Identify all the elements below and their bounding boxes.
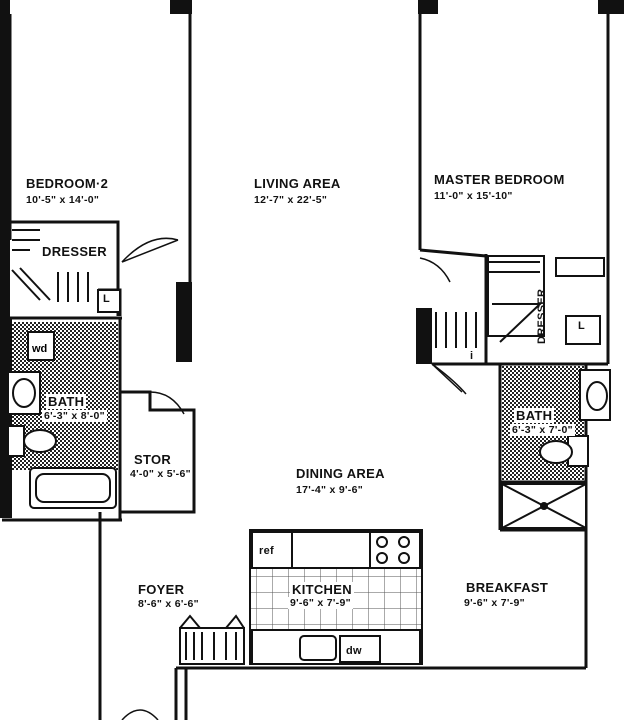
stor-dims: 4'-0" x 5'-6": [130, 468, 191, 480]
dresser-left-label: DRESSER: [42, 244, 107, 259]
walls: [0, 0, 624, 518]
bath2-dims: 6'-3" x 7'-0": [510, 424, 575, 436]
dresser-right-label: DRESSER: [536, 288, 548, 344]
living-name: LIVING AREA: [254, 176, 341, 191]
kitchen-dims: 9'-6" x 7'-9": [288, 597, 353, 609]
dw-label: dw: [346, 645, 362, 657]
kitchen-counters: [251, 531, 421, 665]
breakfast-dims: 9'-6" x 7'-9": [464, 597, 525, 609]
bedroom2-dims: 10'-5" x 14'-0": [26, 194, 100, 206]
stor-name: STOR: [134, 452, 172, 467]
door-swings: [121, 237, 467, 720]
linen-right-label: L: [578, 320, 586, 332]
dining-name: DINING AREA: [296, 466, 385, 481]
foyer-dims: 8'-6" x 6'-6": [138, 598, 199, 610]
linen-left-label: L: [103, 293, 111, 305]
master-name: MASTER BEDROOM: [434, 172, 565, 187]
bath2-name: BATH: [514, 408, 555, 423]
living-dims: 12'-7" x 22'-5": [254, 194, 328, 206]
bath-fixtures-right: [501, 369, 611, 529]
dining-dims: 17'-4" x 9'-6": [296, 484, 364, 496]
bath1-dims: 6'-3" x 8'-0": [42, 410, 107, 422]
bedroom2-name: BEDROOM·2: [26, 176, 109, 191]
closets: [11, 229, 605, 348]
closet-mark: i: [470, 350, 474, 362]
ref-label: ref: [259, 545, 274, 557]
bath-fixtures-left: [7, 371, 117, 509]
washer-dryer: [27, 331, 55, 361]
master-dims: 11'-0" x 15'-10": [434, 190, 513, 202]
bath1-name: BATH: [46, 394, 87, 409]
foyer-name: FOYER: [138, 582, 185, 597]
kitchen-name: KITCHEN: [290, 582, 354, 597]
foyer-closet: [179, 614, 245, 665]
washer-dryer-label: wd: [31, 343, 47, 355]
breakfast-name: BREAKFAST: [466, 580, 549, 595]
